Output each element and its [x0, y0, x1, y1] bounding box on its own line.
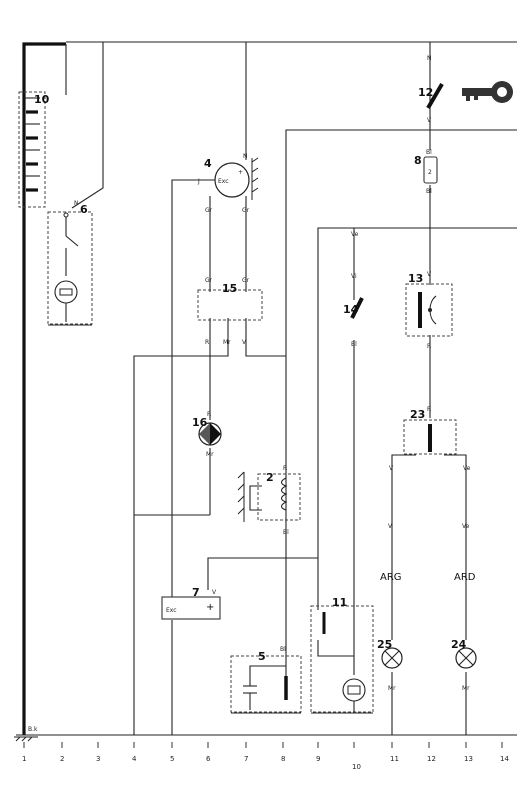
dynamo-number: 4	[204, 157, 212, 170]
ignition-n-code: N	[427, 55, 432, 62]
lamp-right-ve-code: Ve	[462, 523, 470, 530]
wires	[16, 41, 517, 736]
regulator-v-code: V	[242, 339, 247, 346]
lamp-right-label: ARD	[454, 572, 476, 583]
dynamo-gr-right: Gr	[242, 207, 250, 214]
charge-lamp-number: 16	[192, 416, 208, 429]
heater-bl-code: Bl	[280, 646, 286, 653]
lamp-left-component: ARG 25 V Mr	[377, 523, 403, 692]
ignition-component: 12 N V	[418, 55, 513, 124]
stop-switch-component: 13 V R	[405, 271, 453, 350]
starter-n-code: N	[74, 200, 79, 207]
fuse-bl-bottom: Bl	[426, 188, 432, 195]
ignition-v-code: V	[427, 117, 432, 124]
dynamo-plus: +	[238, 169, 243, 176]
fuse-number: 8	[414, 154, 422, 167]
horn-button-number: 14	[343, 303, 359, 316]
lamp-left-label: ARG	[380, 572, 402, 583]
horn-button-component: 14 Vi Bl Ve	[343, 231, 364, 348]
ground-label: B.k	[28, 726, 38, 733]
rear-r-code: R	[427, 406, 431, 413]
column-number-1: 1	[22, 755, 26, 763]
relay-exc: Exc	[166, 607, 177, 614]
coil-number: 2	[266, 471, 274, 484]
rear-ve-code: Ve	[463, 465, 471, 472]
horn-bl-code: Bl	[351, 341, 357, 348]
starter-switch-number: 6	[80, 203, 88, 216]
lamp-right-number: 24	[451, 638, 467, 651]
coil-bl-code: Bl	[283, 529, 289, 536]
starter-component: 6 N	[47, 200, 93, 326]
dynamo-n: N	[243, 153, 248, 160]
regulator-gr-right: Gr	[242, 277, 250, 284]
heater-component: 5 Bl	[230, 646, 302, 714]
column-number-3: 3	[96, 755, 100, 763]
column-number-5: 5	[170, 755, 174, 763]
heater-number: 5	[258, 650, 266, 663]
lamp-r-code: R	[207, 411, 211, 418]
coil-component: 2 R Bl	[237, 465, 301, 536]
battery-number: 10	[34, 93, 50, 106]
column-number-2: 2	[60, 755, 64, 763]
regulator-r-code: R	[205, 339, 209, 346]
rear-switch-component: 23 R V Ve	[389, 406, 471, 472]
column-number-8: 8	[281, 755, 285, 763]
charge-lamp-component: 16 R Mr	[192, 411, 222, 458]
ignition-number: 12	[418, 86, 433, 99]
horn-vi-code: Vi	[351, 273, 357, 280]
column-number-11: 11	[390, 755, 399, 763]
column-number-13: 13	[464, 755, 473, 763]
lamp-left-mr-code: Mr	[388, 685, 396, 692]
column-number-10: 10	[352, 763, 361, 771]
column-number-12: 12	[427, 755, 436, 763]
stop-switch-number: 13	[408, 272, 423, 285]
regulator-mr-code: Mr	[223, 339, 231, 346]
fuse-bl-top: Bl	[426, 149, 432, 156]
lamp-right-mr-code: Mr	[462, 685, 470, 692]
stop-r-code: R	[427, 343, 431, 350]
wiper-number: 11	[332, 596, 347, 609]
regulator-component: 15 Gr Gr R Mr V	[197, 277, 263, 346]
relay-number: 7	[192, 586, 200, 599]
rear-v-code: V	[389, 465, 394, 472]
dynamo-exc: Exc	[218, 178, 229, 185]
fuse-component: 2 8 Bl Bl	[414, 149, 438, 195]
col9-ve-code: Ve	[351, 231, 359, 238]
stop-v-code: V	[427, 271, 432, 278]
column-number-9: 9	[316, 755, 320, 763]
relay-component: Exc + 7 V	[161, 586, 221, 620]
dynamo-j-code: J	[197, 178, 200, 185]
dynamo-gr-left: Gr	[205, 207, 213, 214]
lamp-mr-code: Mr	[206, 451, 214, 458]
rear-switch-number: 23	[410, 408, 425, 421]
column-number-7: 7	[244, 755, 248, 763]
column-number-4: 4	[132, 755, 137, 763]
fuse-value: 2	[428, 169, 432, 176]
wiper-component: 11	[310, 596, 374, 714]
column-number-6: 6	[206, 755, 211, 763]
coil-r-code: R	[283, 465, 287, 472]
regulator-gr-left: Gr	[205, 277, 213, 284]
lamp-left-number: 25	[377, 638, 392, 651]
lamp-right-component: ARD 24 Ve Mr	[451, 523, 477, 692]
ground-symbol: B.k	[14, 726, 38, 742]
regulator-number: 15	[222, 282, 237, 295]
column-number-14: 14	[500, 755, 509, 763]
dynamo-component: 4 Exc + N J Gr Gr	[197, 153, 259, 214]
battery-component: 10	[18, 91, 50, 208]
relay-plus: +	[206, 602, 214, 613]
key-icon	[462, 81, 513, 103]
relay-v-code: V	[212, 589, 217, 596]
lamp-left-v-code: V	[388, 523, 393, 530]
